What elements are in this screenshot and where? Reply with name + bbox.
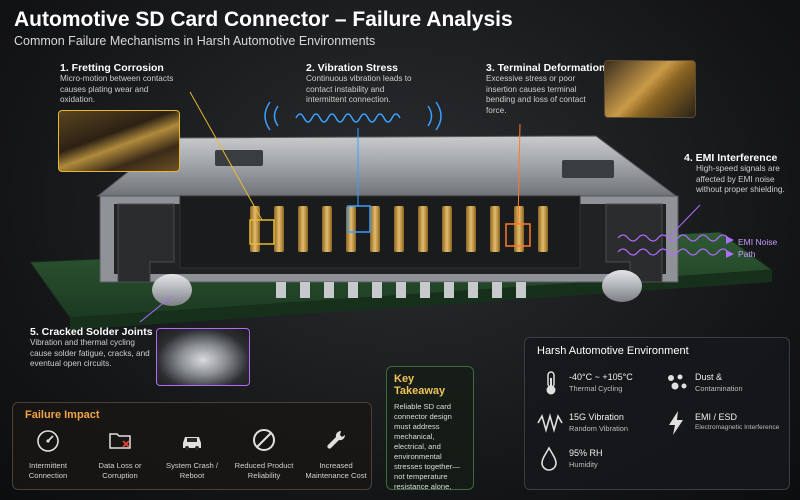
key-takeaway-title: Key Takeaway [394,373,446,397]
callout-title: 3. Terminal Deformation [486,62,606,74]
wrench-icon [327,430,346,449]
folder-x-icon [109,433,131,449]
vibration-icon [537,413,563,433]
callout-desc: Continuous vibration leads to contact in… [306,74,412,104]
fretting-corrosion-closeup [58,110,180,172]
environment-title: Harsh Automotive Environment [537,345,689,357]
env-sub: Contamination [695,384,743,393]
callout-desc: Vibration and thermal cycling cause sold… [30,338,150,368]
prohibited-icon [253,429,275,451]
env-sub: Humidity [569,460,598,469]
impact-label: Reduced Product Reliability [234,461,294,480]
dust-icon [668,374,687,390]
impact-item-reliability: Reduced Product Reliability [229,427,299,480]
env-sub: Electromagnetic Interference [695,424,780,431]
env-sub: Thermal Cycling [569,384,623,393]
page-subtitle: Common Failure Mechanisms in Harsh Autom… [14,34,376,48]
impact-label: System Crash / Reboot [166,461,218,480]
harsh-environment-panel: Harsh Automotive Environment -40°C ~ +10… [524,337,790,490]
thermometer-icon [546,371,556,395]
callout-desc: High-speed signals are affected by EMI n… [696,164,785,194]
env-value: EMI / ESD [695,412,738,422]
callout-terminal-deformation: 3. Terminal Deformation Excessive stress… [486,62,606,116]
callout-fretting-corrosion: 1. Fretting Corrosion Micro-motion betwe… [60,62,180,106]
callout-cracked-solder-joints: 5. Cracked Solder Joints Vibration and t… [30,326,158,370]
callout-title: 2. Vibration Stress [306,62,399,74]
impact-item-maintenance: Increased Maintenance Cost [301,427,371,480]
callout-title: 5. Cracked Solder Joints [30,326,153,338]
impact-label: Intermittent Connection [28,461,68,480]
impact-item-data-loss: Data Loss or Corruption [85,427,155,480]
env-value: 15G Vibration [569,412,624,422]
car-icon [183,437,201,450]
callout-title: 1. Fretting Corrosion [60,62,164,74]
env-item-vibration: 15G Vibration Random Vibration [569,412,628,433]
gauge-icon [37,430,59,452]
terminal-deformation-closeup [604,60,696,118]
lightning-icon [669,411,683,435]
env-value: -40°C ~ +105°C [569,372,633,382]
impact-label: Increased Maintenance Cost [305,461,367,480]
callout-title: 4. EMI Interference [684,152,778,164]
env-sub: Random Vibration [569,424,629,433]
callout-desc: Micro-motion between contacts causes pla… [60,74,174,104]
impact-item-system-crash: System Crash / Reboot [157,427,227,480]
impact-item-intermittent: Intermittent Connection [13,427,83,480]
droplet-icon [541,446,557,471]
impact-label: Data Loss or Corruption [98,461,142,480]
failure-impact-title: Failure Impact [25,409,100,421]
env-item-dust: Dust & Contamination [695,372,743,393]
cracked-solder-closeup [156,328,250,386]
env-value: 95% RH [569,448,603,458]
key-takeaway-text: Reliable SD card connector design must a… [394,402,460,491]
page-title: Automotive SD Card Connector – Failure A… [14,8,513,31]
env-item-temperature: -40°C ~ +105°C Thermal Cycling [569,372,633,393]
emi-noise-path-label: EMI Noise Path [738,237,778,259]
key-takeaway-box: Key Takeaway Reliable SD card connector … [386,366,474,491]
callout-desc: Excessive stress or poor insertion cause… [486,74,586,115]
callout-vibration-stress: 2. Vibration Stress Continuous vibration… [306,62,418,106]
env-value: Dust & [695,372,723,382]
env-item-emi: EMI / ESD Electromagnetic Interference [695,412,779,431]
failure-impact-panel: Failure Impact Intermittent Connection D… [12,402,372,490]
env-item-humidity: 95% RH Humidity [569,448,603,469]
callout-emi-interference: 4. EMI Interference High-speed signals a… [684,152,790,196]
